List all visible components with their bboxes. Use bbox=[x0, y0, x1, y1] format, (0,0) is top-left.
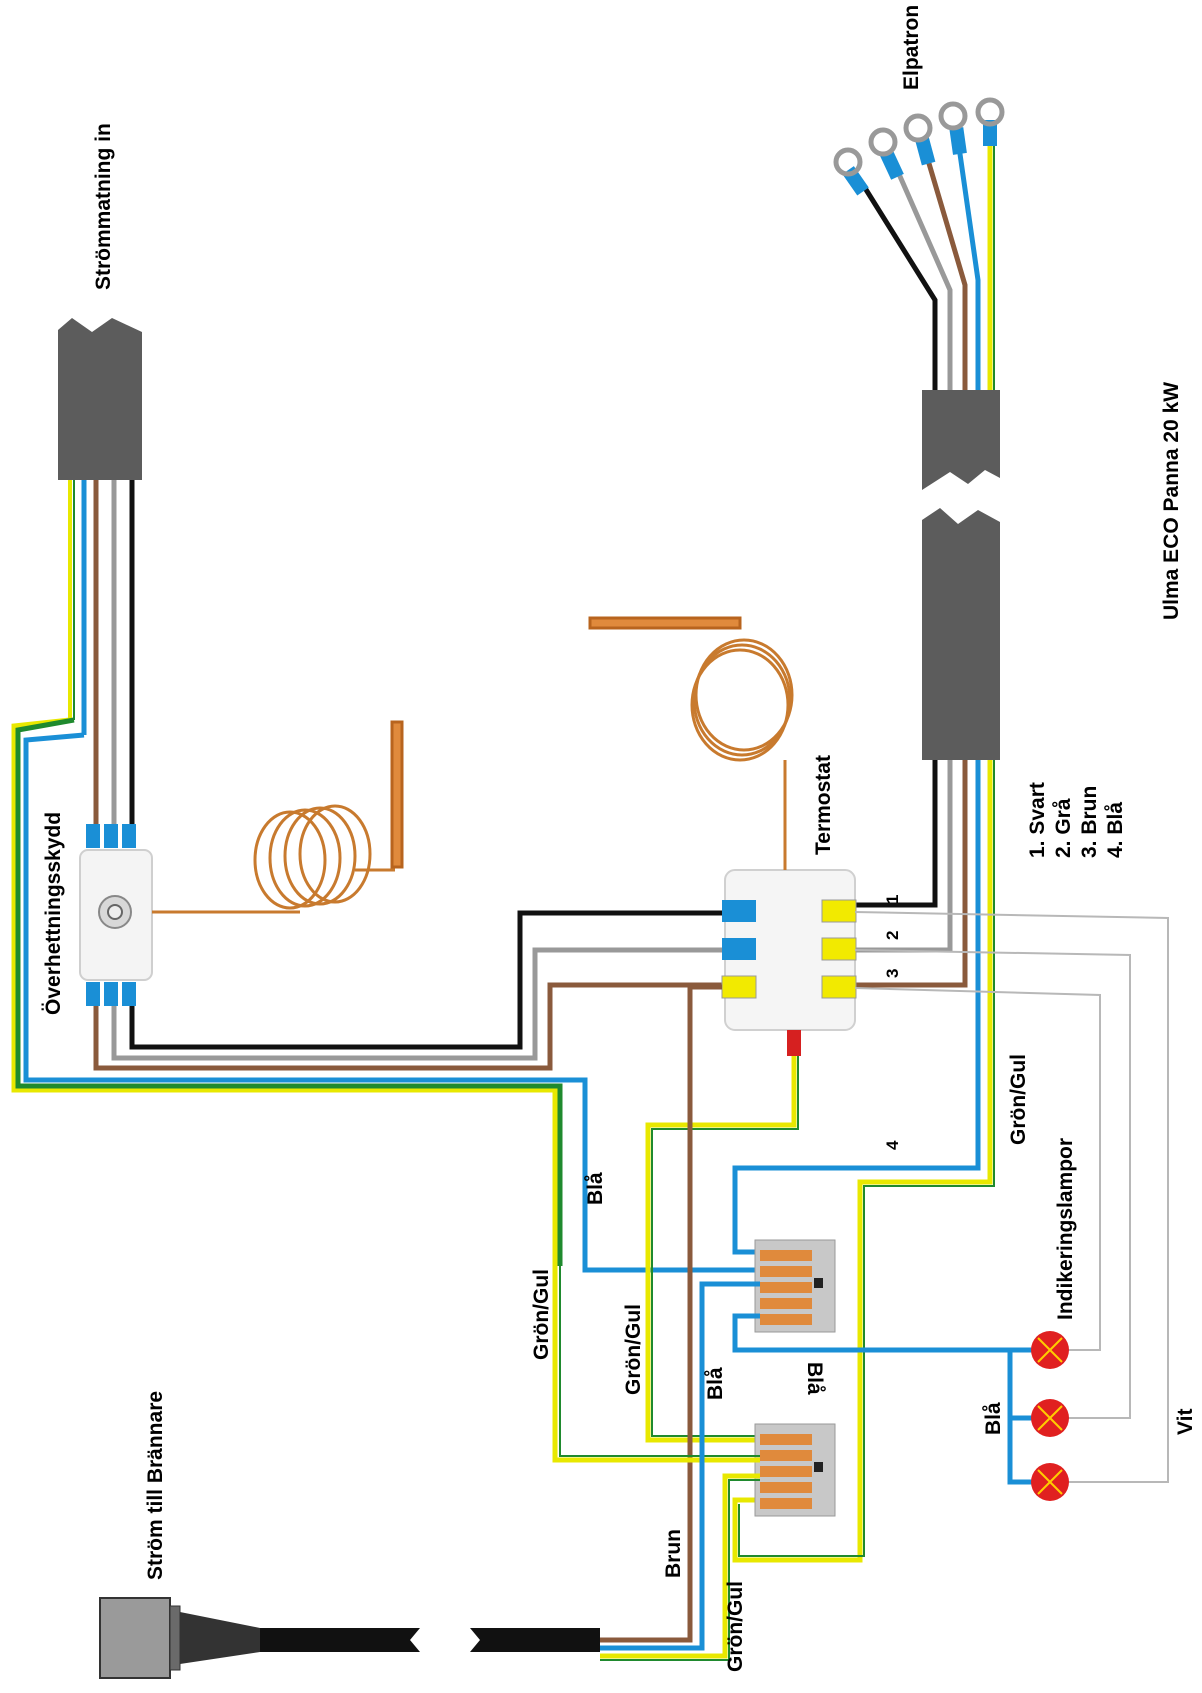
thermostat-to-burner-brown bbox=[600, 984, 722, 1643]
lamp-3 bbox=[1031, 1463, 1069, 1501]
overheat-label: Överhettningsskydd bbox=[42, 812, 65, 1015]
thermostat-unit bbox=[721, 869, 857, 1056]
thermostat-capillary bbox=[588, 616, 794, 870]
terminal-number-3: 3 bbox=[883, 969, 902, 978]
legend-item-3: 3. Brun bbox=[1078, 786, 1101, 858]
lamp-1 bbox=[1031, 1331, 1069, 1369]
white-wires bbox=[854, 911, 1169, 1483]
wago-to-lamps-blue bbox=[732, 1313, 1032, 1485]
thermostat-label: Termostat bbox=[812, 755, 835, 855]
lamp-2 bbox=[1031, 1399, 1069, 1437]
burner-plug bbox=[99, 1597, 600, 1679]
left-bus-wires bbox=[11, 717, 760, 1273]
legend-item-4: 4. Blå bbox=[1104, 802, 1127, 858]
label-bla-1: Blå bbox=[584, 1172, 607, 1205]
label-grongul-1: Grön/Gul bbox=[530, 1269, 553, 1360]
power-in-cable bbox=[58, 318, 142, 825]
thermostat-to-wago-green bbox=[645, 1056, 797, 1443]
label-bla-3: Blå bbox=[803, 1362, 826, 1395]
diagram-title: Ulma ECO Panna 20 kW bbox=[1160, 382, 1183, 620]
burner-power-label: Ström till Brännare bbox=[144, 1391, 167, 1580]
wago-connector-1 bbox=[754, 1239, 836, 1333]
element-cable-top bbox=[857, 130, 1000, 760]
element-lower-wires bbox=[732, 760, 995, 1563]
legend-item-2: 2. Grå bbox=[1052, 798, 1075, 858]
label-grongul-4: Grön/Gul bbox=[724, 1581, 747, 1672]
legend-item-1: 1. Svart bbox=[1026, 782, 1049, 858]
label-vit: Vit bbox=[1174, 1409, 1197, 1435]
terminal-number-2: 2 bbox=[883, 931, 902, 940]
element-ring-terminals bbox=[833, 97, 1005, 196]
wire-color-legend: 1. Svart 2. Grå 3. Brun 4. Blå bbox=[1026, 782, 1127, 858]
indicator-lamps-label: Indikeringslampor bbox=[1054, 1138, 1077, 1320]
label-bla-2: Blå bbox=[704, 1367, 727, 1400]
overheat-capillary bbox=[152, 720, 404, 914]
label-bla-4: Blå bbox=[982, 1402, 1005, 1435]
label-brun: Brun bbox=[662, 1529, 685, 1578]
wago-connector-2 bbox=[754, 1423, 836, 1517]
indicator-lamps bbox=[1031, 1331, 1069, 1501]
power-in-label: Strömmatning in bbox=[92, 123, 115, 290]
overheat-to-thermostat-wires bbox=[93, 910, 735, 1071]
terminal-number-4: 4 bbox=[883, 1140, 902, 1150]
terminal-number-1: 1 bbox=[883, 895, 902, 904]
overheat-protection-unit bbox=[79, 824, 153, 1006]
label-grongul-2: Grön/Gul bbox=[622, 1304, 645, 1395]
label-grongul-3: Grön/Gul bbox=[1007, 1054, 1030, 1145]
element-label: Elpatron bbox=[900, 5, 923, 90]
